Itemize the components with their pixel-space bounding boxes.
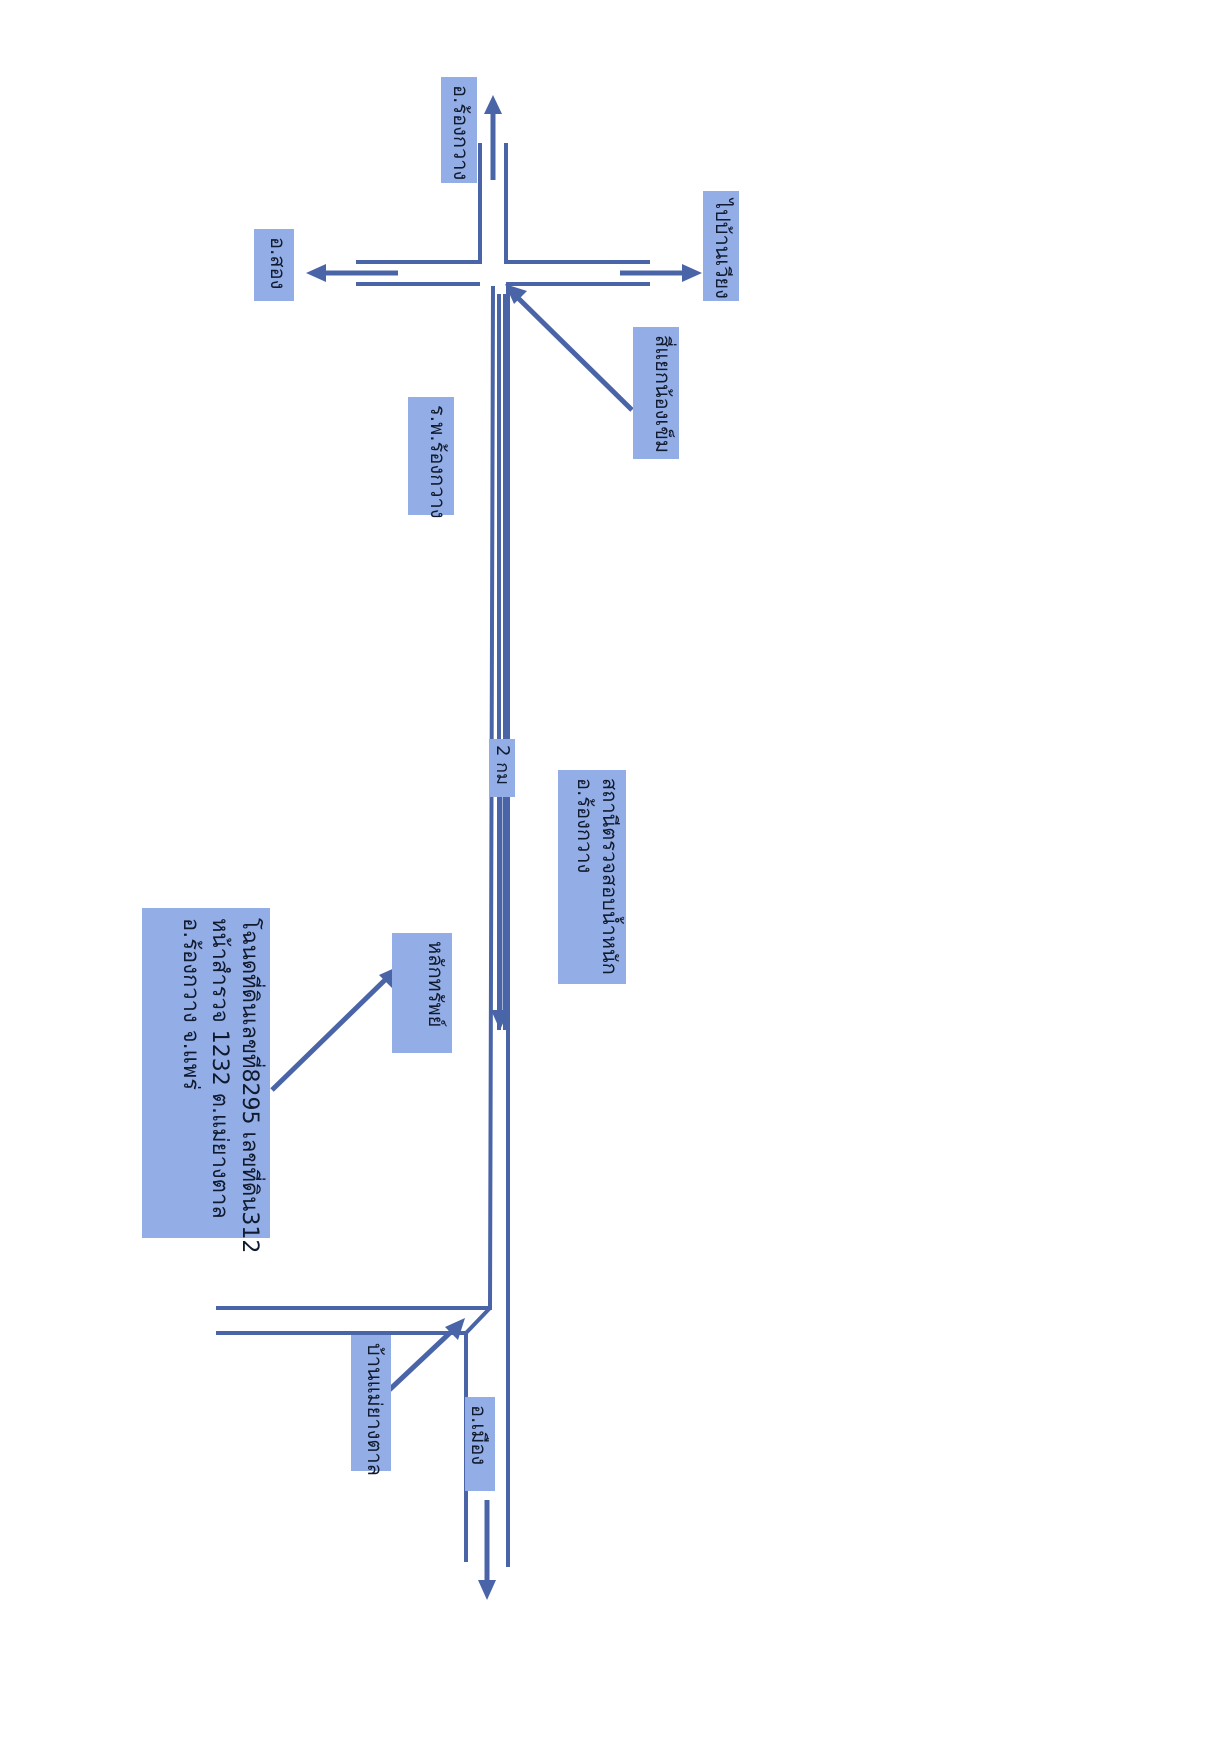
label-text-line-3: อ.ร้องกวาง จ.แพร่ (177, 918, 203, 1091)
north-road (478, 143, 508, 264)
label-text: อ.ร้องกวาง (449, 85, 473, 181)
label-song-district: อ.สอง (254, 229, 294, 301)
label-land-deed: โฉนดที่ดินเลขที่8295 เลขที่ดิน312 หน้าสำ… (142, 908, 270, 1254)
distance-arrow-head (491, 1010, 509, 1030)
label-nong-khem-intersection: สี่แยกน้องเข็ม (633, 327, 679, 459)
direction-arrows (270, 95, 702, 1600)
label-text: หลักทรัพย์ (424, 941, 448, 1028)
arrow-south-head (478, 1580, 496, 1600)
label-text: อ.เมือง (467, 1405, 491, 1466)
pointer-boundary-shaft (270, 976, 389, 1092)
label-text-line-1: โฉนดที่ดินเลขที่8295 เลขที่ดิน312 (237, 918, 262, 1254)
label-text: อ.สอง (266, 237, 290, 290)
arrow-east-head (682, 264, 702, 282)
arrow-north-head (484, 95, 502, 114)
label-boundary-marker: หลักทรัพย์ (392, 933, 452, 1053)
label-rong-kwang-hospital: ร.พ.ร้องกวาง (408, 397, 454, 519)
label-text: ไปบ้านเวียง (711, 199, 735, 299)
label-ban-wiang: ไปบ้านเวียง (703, 191, 739, 301)
label-text: สี่แยกน้องเข็ม (651, 335, 675, 454)
label-mueang-district: อ.เมือง (465, 1397, 495, 1491)
label-text-line-2: หน้าสำรวจ 1232 ต.แม่ยางตาล (207, 918, 233, 1219)
label-distance: 2 กม (489, 739, 515, 797)
label-text-line-1: สถานีตรวจสอบน้ำหนัก (598, 778, 622, 975)
label-rong-kwang-district-north: อ.ร้องกวาง (441, 77, 477, 183)
pointer-mae-yang-tan-head (445, 1318, 465, 1340)
main-road-west-edge (464, 285, 496, 1562)
label-text: บ้านแม่ยางตาล (363, 1343, 387, 1476)
label-police-station: สถานีตรวจสอบน้ำหนัก อ.ร้องกวาง (558, 770, 626, 984)
arrow-west-head (306, 264, 326, 282)
label-text: 2 กม (492, 745, 513, 785)
pointer-nong-khem-shaft (513, 293, 634, 412)
label-text: ร.พ.ร้องกวาง (426, 405, 450, 519)
pointer-mae-yang-tan-shaft (384, 1328, 455, 1395)
cross-road (356, 260, 650, 286)
side-road-mae-yang-tan (216, 1306, 492, 1335)
pointer-nong-khem-head (505, 284, 527, 304)
label-text-line-2: อ.ร้องกวาง (573, 778, 597, 874)
label-ban-mae-yang-tan: บ้านแม่ยางตาล (351, 1335, 391, 1476)
